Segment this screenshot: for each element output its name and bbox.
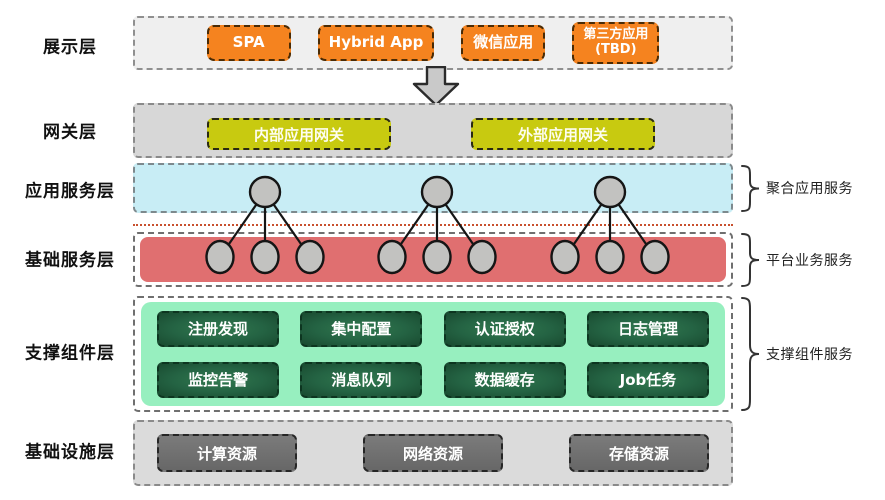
basic-service-layer-band	[133, 232, 733, 287]
app-box-spa: SPA	[206, 25, 291, 61]
dotted-separator-line	[133, 224, 733, 226]
layer-label-app-service: 应用服务层	[25, 181, 115, 202]
component-box-monitoring: 监控告警	[157, 361, 279, 398]
resource-label: 计算资源	[196, 444, 257, 463]
gateway-box-external: 外部应用网关	[471, 118, 655, 150]
brace-aggregate-services	[741, 165, 760, 212]
annotation-support-services: 支撑组件服务	[766, 347, 853, 363]
layer-label-basic-service: 基础服务层	[25, 250, 115, 271]
gateway-internal-label: 内部应用网关	[253, 125, 344, 144]
app-box-hybrid: Hybrid App	[317, 25, 435, 61]
layer-label-presentation: 展示层	[43, 37, 97, 58]
support-layer-band: 注册发现 集中配置 认证授权 日志管理 监控告警 消息队列 数据缓存 Job任务	[133, 296, 733, 412]
component-box-mq: 消息队列	[300, 361, 423, 398]
app-box-thirdparty: 第三方应用 (TBD)	[572, 22, 660, 64]
brace-support-services	[741, 297, 760, 411]
layer-label-gateway: 网关层	[43, 122, 97, 143]
component-label: 日志管理	[617, 320, 678, 338]
app-box-thirdparty-label: 第三方应用	[583, 27, 649, 43]
layer-label-support: 支撑组件层	[25, 343, 115, 364]
component-box-job: Job任务	[586, 361, 709, 398]
component-label: 数据缓存	[474, 371, 535, 389]
component-label: 集中配置	[331, 320, 392, 338]
down-arrow-icon	[412, 66, 460, 107]
app-box-wechat-label: 微信应用	[473, 33, 534, 52]
component-label: Job任务	[619, 371, 677, 389]
annotation-aggregate-services: 聚合应用服务	[766, 181, 853, 197]
gateway-layer-band: 内部应用网关 外部应用网关	[133, 103, 733, 158]
component-label: 注册发现	[187, 320, 248, 338]
component-label: 监控告警	[187, 371, 248, 389]
app-box-hybrid-label: Hybrid App	[328, 33, 424, 52]
app-box-spa-label: SPA	[232, 33, 265, 52]
basic-service-fill	[140, 237, 726, 282]
component-box-logging: 日志管理	[586, 310, 709, 347]
resource-box-compute: 计算资源	[157, 434, 297, 472]
annotation-platform-services: 平台业务服务	[766, 253, 853, 269]
presentation-layer-band: SPA Hybrid App 微信应用 第三方应用 (TBD)	[133, 16, 733, 70]
component-box-config: 集中配置	[300, 310, 423, 347]
resource-box-storage: 存储资源	[569, 434, 709, 472]
gateway-external-label: 外部应用网关	[517, 125, 608, 144]
resource-box-network: 网络资源	[363, 434, 503, 472]
component-label: 认证授权	[474, 320, 535, 338]
app-service-layer-band	[133, 163, 733, 213]
layer-label-infrastructure: 基础设施层	[25, 442, 115, 463]
resource-label: 存储资源	[608, 444, 669, 463]
component-box-auth: 认证授权	[443, 310, 566, 347]
brace-platform-services	[741, 233, 760, 287]
support-layer-fill: 注册发现 集中配置 认证授权 日志管理 监控告警 消息队列 数据缓存 Job任务	[141, 302, 725, 406]
app-box-wechat: 微信应用	[461, 25, 546, 61]
infrastructure-layer-band: 计算资源 网络资源 存储资源	[133, 420, 733, 486]
app-box-thirdparty-sub: (TBD)	[595, 42, 637, 57]
component-box-registry: 注册发现	[157, 310, 279, 347]
resource-label: 网络资源	[402, 444, 463, 463]
component-box-cache: 数据缓存	[443, 361, 566, 398]
component-label: 消息队列	[331, 371, 392, 389]
gateway-box-internal: 内部应用网关	[207, 118, 391, 150]
